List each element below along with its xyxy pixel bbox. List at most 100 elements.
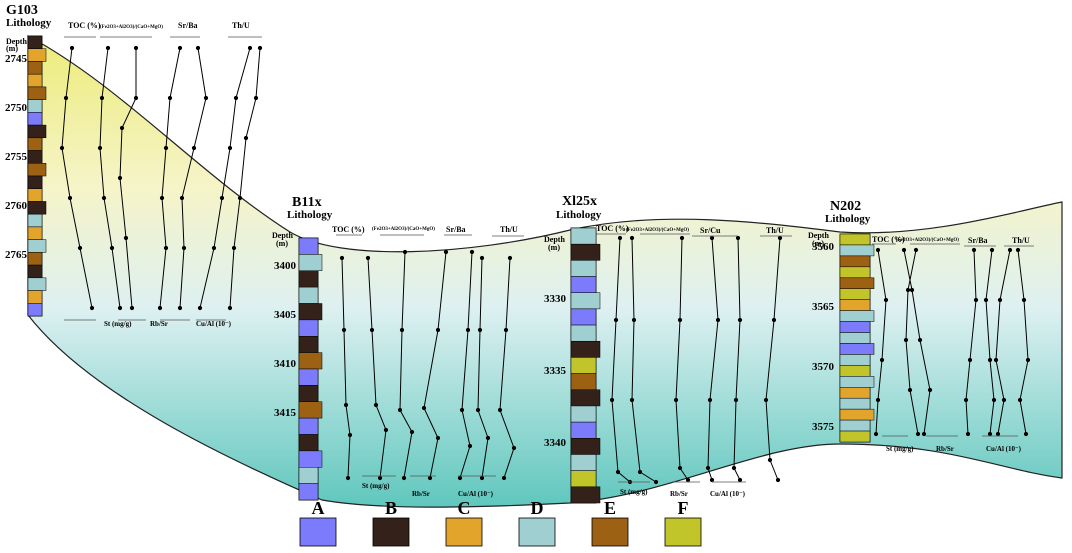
xl25x-depth-label: Depth — [544, 235, 565, 244]
sample-point — [905, 287, 911, 293]
xl25x-lithology-bed — [570, 227, 597, 245]
g103-depth-tick: 2750 — [5, 102, 28, 114]
sample-point — [475, 407, 481, 413]
g103-curve-footer: Rb/Sr — [150, 320, 168, 328]
sample-point — [615, 469, 621, 475]
sample-point — [927, 387, 933, 393]
n202-lithology-bed — [839, 266, 871, 279]
xl25x-depth-tick: 3330 — [544, 293, 567, 305]
xl25x-lithology-bed — [570, 405, 597, 423]
sample-point — [1021, 297, 1027, 303]
sample-point — [511, 445, 517, 451]
sample-point — [677, 465, 683, 471]
n202-lithology-label: Lithology — [825, 213, 871, 225]
xl25x-lithology-bed — [570, 438, 601, 455]
g103-lithology-label: Lithology — [6, 17, 52, 29]
g103-lithology-bed — [27, 112, 43, 126]
sample-point — [157, 305, 163, 311]
b11x-curve-header: Th/U — [500, 225, 518, 234]
b11x-depth-label: Depth — [272, 231, 293, 240]
lithology-columns — [27, 35, 875, 504]
n202-lithology-bed — [839, 376, 875, 388]
g103-curve-header: Sr/Ba — [178, 21, 198, 30]
sample-point — [609, 397, 615, 403]
sample-point — [997, 297, 1003, 303]
sample-point — [879, 357, 885, 363]
sample-point — [133, 95, 139, 101]
sample-point — [421, 405, 427, 411]
n202-curve-footer: Cu/Al (10⁻) — [986, 445, 1022, 453]
xl25x-curve-header: Th/U — [766, 226, 784, 235]
sample-point — [402, 249, 408, 255]
sample-point — [373, 402, 379, 408]
b11x-lithology-bed — [298, 352, 323, 370]
g103-curve-footer: Cu/Al (10⁻) — [196, 320, 232, 328]
n202-lithology-bed — [839, 255, 871, 268]
g103-lithology-bed — [27, 61, 43, 75]
sample-point — [243, 135, 249, 141]
b11x-lithology-bed — [298, 286, 319, 304]
sample-point — [771, 317, 777, 323]
sample-point — [629, 235, 635, 241]
n202-lithology-bed — [839, 397, 871, 410]
sample-point — [989, 247, 995, 253]
n202-depth-tick: 3570 — [812, 361, 835, 373]
sample-point — [775, 477, 781, 483]
sample-point — [973, 297, 979, 303]
g103-lithology-bed — [27, 226, 43, 240]
legend-swatch-d — [518, 517, 556, 547]
sample-point — [409, 429, 415, 435]
g103-depth-tick: 2760 — [5, 200, 28, 212]
g103-lithology-bed — [27, 213, 43, 228]
sample-point — [167, 95, 173, 101]
b11x-curves — [339, 249, 517, 481]
sample-point — [133, 45, 139, 51]
sample-point — [777, 235, 783, 241]
sample-point — [485, 435, 491, 441]
sample-point — [637, 469, 643, 475]
sample-point — [1025, 357, 1031, 363]
b11x-lithology-bed — [298, 417, 319, 435]
xl25x-curve-footer: St (mg/g) — [620, 488, 648, 496]
sample-point — [469, 249, 475, 255]
g103-lithology-bed — [27, 188, 43, 202]
sample-point — [233, 95, 239, 101]
sample-point — [69, 45, 75, 51]
sample-point — [99, 95, 105, 101]
sample-point — [917, 337, 923, 343]
n202-lithology-bed — [839, 233, 871, 246]
sample-point — [347, 432, 353, 438]
sample-point — [339, 255, 345, 261]
xl25x-lithology-bed — [570, 340, 601, 358]
g103-curve-footer: St (mg/g) — [104, 320, 132, 328]
n202-curve-footer: St (mg/g) — [886, 445, 914, 453]
g103-lithology-bed — [27, 150, 43, 164]
sample-point — [705, 465, 711, 471]
b11x-curve-footer: St (mg/g) — [362, 482, 390, 490]
sample-point — [883, 297, 889, 303]
sample-point — [631, 317, 637, 323]
b11x-curve-header: (Fe2O3+Al2O3)/(CaO+MgO) — [372, 227, 435, 232]
sample-point — [709, 477, 715, 483]
sample-point — [875, 397, 881, 403]
g103-lithology-bed — [27, 201, 47, 215]
legend-label-d: D — [531, 498, 544, 518]
n202-lithology-bed — [839, 277, 875, 289]
legend-swatch-c — [445, 517, 483, 547]
sample-point — [397, 407, 403, 413]
g103-lithology-bed — [27, 124, 47, 139]
sample-point — [987, 357, 993, 363]
g103-depth-tick: 2755 — [5, 151, 28, 163]
b11x-well-name: B11x — [292, 195, 322, 210]
n202-curve-footer: Rb/Sr — [936, 445, 954, 453]
xl25x-lithology-bed — [570, 357, 597, 374]
b11x-depth-unit: (m) — [276, 239, 288, 248]
sample-point — [733, 397, 739, 403]
sample-point — [497, 407, 503, 413]
sample-point — [427, 475, 433, 481]
sample-point — [159, 195, 165, 201]
sample-point — [369, 327, 375, 333]
n202-curves — [873, 247, 1031, 437]
sample-point — [613, 317, 619, 323]
